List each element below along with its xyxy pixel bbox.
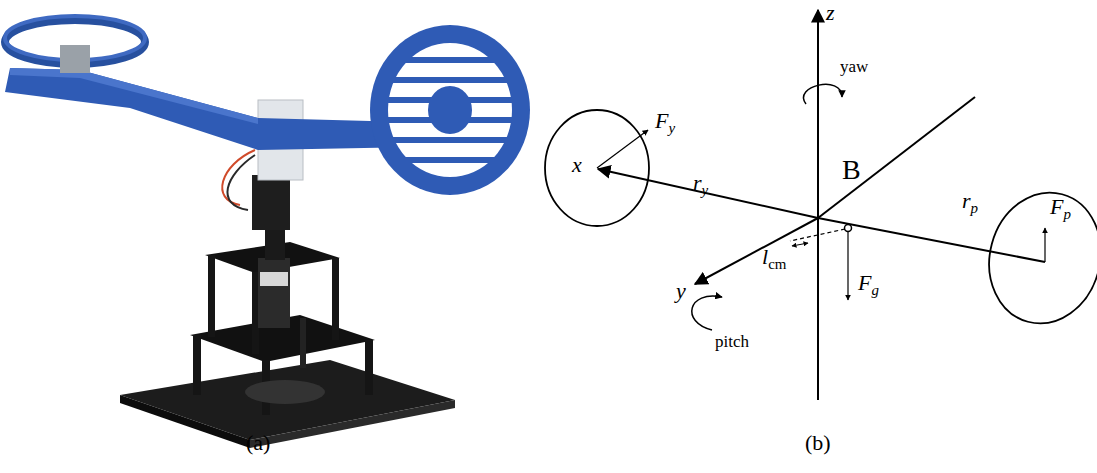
length-label: r [693,170,702,195]
subscript: p [1063,206,1070,222]
panel-label: (b) [805,432,831,454]
length-label: ry [693,172,708,198]
force-label: Fg [858,272,879,298]
subscript: p [971,200,978,216]
panel-label: (a) [246,432,270,454]
axis-label: z [826,0,835,25]
panel-label: (a) [246,430,270,455]
rotation-label: yaw [840,58,868,75]
axis-label: x [572,152,582,177]
body-frame-label: B [842,156,861,184]
force-label: F [858,270,871,295]
rotation-label: yaw [840,57,868,76]
subscript: y [668,120,675,136]
force-label: F [1050,194,1063,219]
length-label: lcm [762,246,786,272]
length-label: r [962,188,971,213]
schematic [545,10,1097,400]
force-label: Fy [655,110,675,136]
panel-label: (b) [805,430,831,455]
subscript: y [702,182,709,198]
axis-label: y [676,280,686,302]
helicopter-photo [5,16,530,448]
subscript: g [871,282,878,298]
axis-label: z [826,2,835,24]
axis-label: y [676,278,686,303]
length-label: l [762,244,768,269]
rotation-label: pitch [715,333,749,350]
length-label: rp [962,190,978,216]
axis-label: x [572,154,582,176]
force-label: Fp [1050,196,1071,222]
subscript: cm [768,256,786,272]
body-frame-label: B [842,154,861,185]
force-label: F [655,108,668,133]
rotation-label: pitch [715,332,749,351]
